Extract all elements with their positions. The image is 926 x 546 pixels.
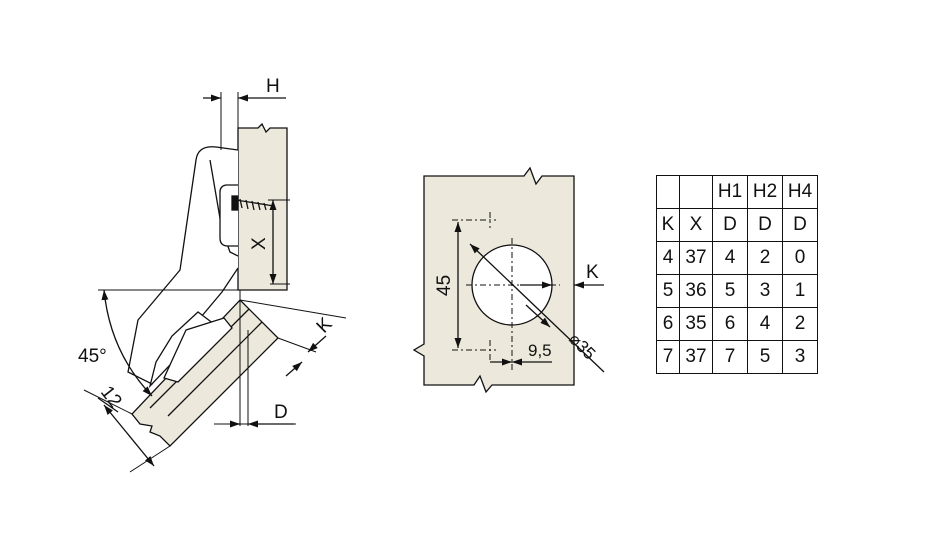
table-cell: 4 xyxy=(656,241,680,275)
table-cell: H2 xyxy=(747,175,783,209)
table-cell: K xyxy=(656,208,680,242)
table-cell: D xyxy=(712,208,748,242)
table-cell: 1 xyxy=(782,274,818,308)
table-cell: 3 xyxy=(782,340,818,374)
hinge-side-view xyxy=(127,122,288,447)
table-cell: 4 xyxy=(712,241,748,275)
table-cell: 2 xyxy=(747,241,783,275)
table-cell: 0 xyxy=(782,241,818,275)
label-45: 45 xyxy=(434,275,455,296)
label-h: H xyxy=(266,76,280,97)
label-12: 12 xyxy=(96,382,126,412)
table-cell: D xyxy=(782,208,818,242)
label-9-5: 9,5 xyxy=(528,341,552,360)
screw xyxy=(235,198,275,211)
label-k-hinge: K xyxy=(313,313,337,337)
plate-dimension-arrows xyxy=(454,222,605,373)
table-cell xyxy=(679,175,713,209)
cabinet-side-panel xyxy=(237,122,288,291)
table-cell: 36 xyxy=(679,274,713,308)
table-cell: 5 xyxy=(656,274,680,308)
table-cell: H4 xyxy=(782,175,818,209)
table-cell: H1 xyxy=(712,175,748,209)
table-cell: 37 xyxy=(679,241,713,275)
mounting-bracket xyxy=(219,184,238,247)
table-cell: 7 xyxy=(712,340,748,374)
label-k-plate: K xyxy=(586,262,599,283)
table-cell: 37 xyxy=(679,340,713,374)
table-cell: 35 xyxy=(679,307,713,341)
label-angle: 45° xyxy=(78,346,107,367)
screw-head xyxy=(231,195,239,211)
dimension-arrows xyxy=(97,94,327,467)
door-inner-line xyxy=(167,321,263,417)
table-cell: 5 xyxy=(712,274,748,308)
table-cell xyxy=(656,175,680,209)
label-d: D xyxy=(274,402,288,423)
table-cell: 3 xyxy=(747,274,783,308)
table-cell: D xyxy=(747,208,783,242)
table-cell: 4 xyxy=(747,307,783,341)
table-cell: 2 xyxy=(782,307,818,341)
table-cell: 5 xyxy=(747,340,783,374)
table-cell: 6 xyxy=(656,307,680,341)
table-cell: 7 xyxy=(656,340,680,374)
label-x: X xyxy=(249,237,270,250)
table-cell: 6 xyxy=(712,307,748,341)
table-cell: X xyxy=(679,208,713,242)
door-hinge-plate xyxy=(163,317,233,383)
